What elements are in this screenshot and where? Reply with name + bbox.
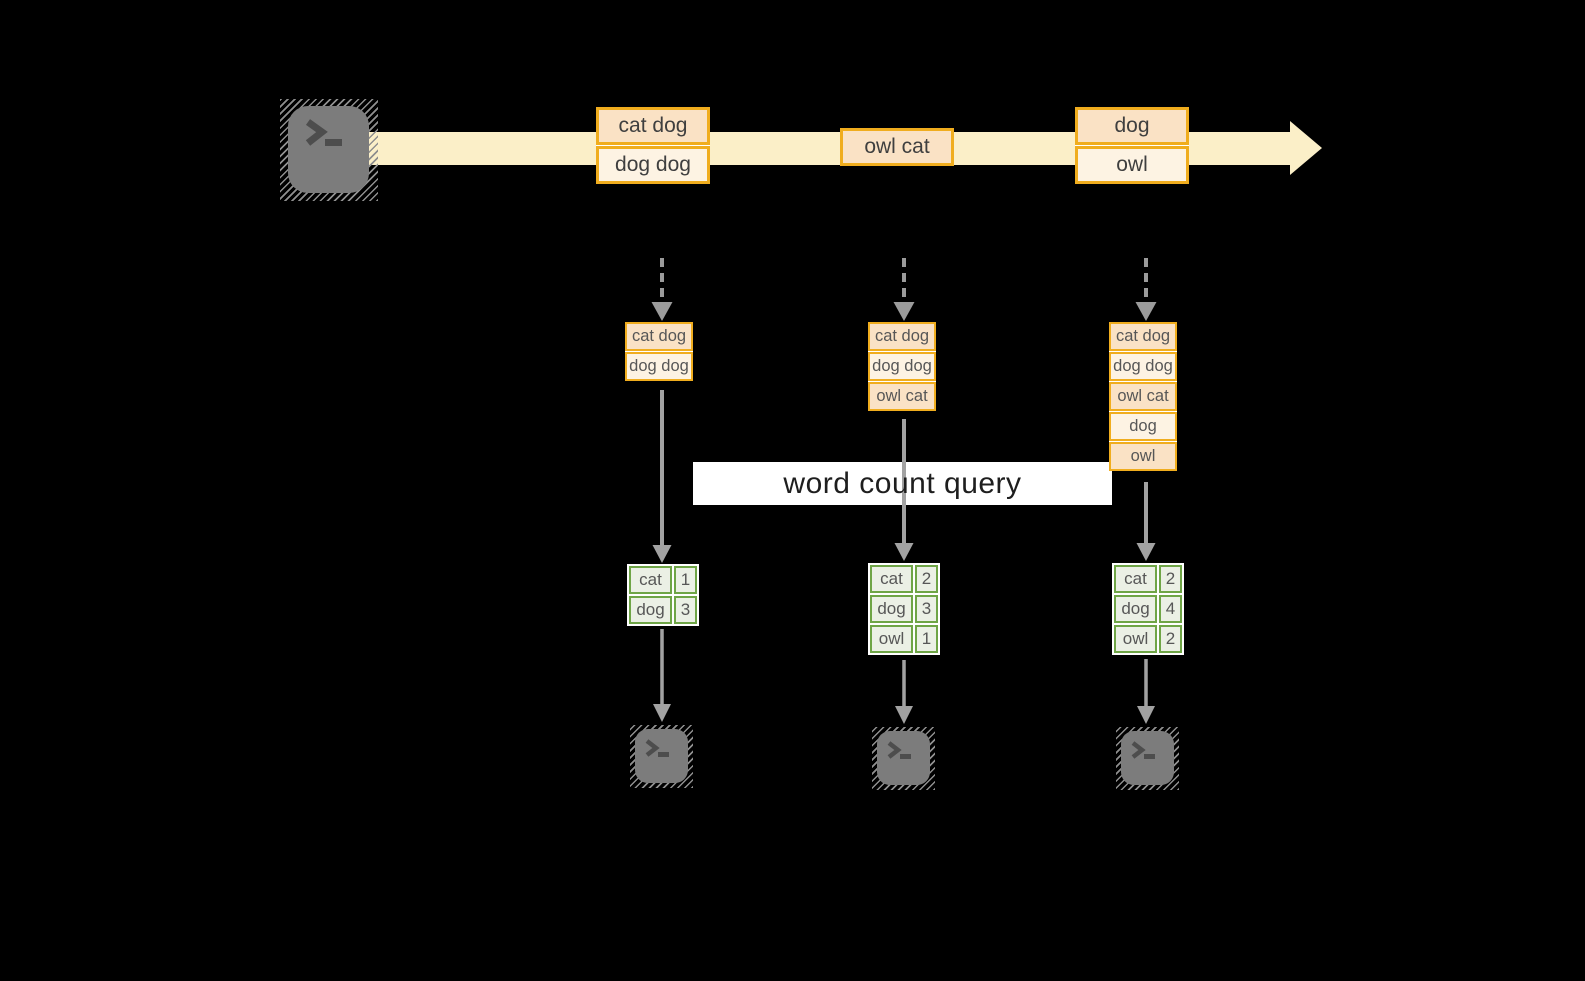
table-row: dog 3 — [629, 596, 697, 624]
word-cell: cat — [629, 566, 672, 594]
table-row: cat 2 — [870, 565, 938, 593]
count-cell: 3 — [674, 596, 697, 624]
stream-record: dog — [1075, 107, 1189, 145]
stream-event-2: owl cat — [840, 128, 954, 166]
stream-record: owl cat — [840, 128, 954, 166]
input-record: cat dog — [1109, 322, 1177, 351]
terminal-prompt-glyph — [645, 739, 669, 757]
count-cell: 1 — [674, 566, 697, 594]
sink-terminal-icon-1 — [630, 725, 693, 788]
solid-arrowhead — [895, 706, 913, 724]
solid-arrowhead — [1137, 706, 1155, 724]
input-record: dog dog — [868, 352, 936, 381]
dashed-arrowhead — [893, 302, 915, 321]
word-cell: cat — [1114, 565, 1157, 593]
input-record: cat dog — [625, 322, 693, 351]
solid-arrowhead — [652, 545, 672, 563]
input-record: dog dog — [625, 352, 693, 381]
count-cell: 3 — [915, 595, 938, 623]
word-count-table-2: cat 2 dog 3 owl 1 — [868, 563, 940, 655]
input-record: dog — [1109, 412, 1177, 441]
input-record: owl — [1109, 442, 1177, 471]
table-row: cat 2 — [1114, 565, 1182, 593]
sink-terminal-icon-3 — [1116, 727, 1179, 790]
input-record: owl cat — [1109, 382, 1177, 411]
table-row: owl 2 — [1114, 625, 1182, 653]
terminal-prompt-glyph — [1131, 741, 1155, 759]
word-cell: cat — [870, 565, 913, 593]
terminal-prompt-glyph — [305, 119, 342, 146]
solid-arrowhead — [653, 704, 671, 722]
count-cell: 2 — [915, 565, 938, 593]
word-cell: owl — [1114, 625, 1157, 653]
stream-record: dog dog — [596, 146, 710, 184]
word-cell: dog — [1114, 595, 1157, 623]
terminal-prompt-glyph — [887, 741, 911, 759]
solid-arrowhead — [1136, 543, 1156, 561]
stream-timeline-arrowhead — [1290, 121, 1322, 175]
count-cell: 2 — [1159, 625, 1182, 653]
count-cell: 2 — [1159, 565, 1182, 593]
word-count-table-1: cat 1 dog 3 — [627, 564, 699, 626]
word-cell: dog — [870, 595, 913, 623]
table-row: cat 1 — [629, 566, 697, 594]
count-cell: 1 — [915, 625, 938, 653]
count-cell: 4 — [1159, 595, 1182, 623]
table-row: dog 4 — [1114, 595, 1182, 623]
solid-arrowhead — [894, 543, 914, 561]
word-cell: dog — [629, 596, 672, 624]
stream-record: cat dog — [596, 107, 710, 145]
table-row: owl 1 — [870, 625, 938, 653]
source-terminal-icon — [280, 99, 378, 201]
table-row: dog 3 — [870, 595, 938, 623]
sink-terminal-icon-2 — [872, 727, 935, 790]
dashed-arrowhead — [651, 302, 673, 321]
word-cell: owl — [870, 625, 913, 653]
input-record: owl cat — [868, 382, 936, 411]
stream-record: owl — [1075, 146, 1189, 184]
dashed-arrowhead — [1135, 302, 1157, 321]
input-record: dog dog — [1109, 352, 1177, 381]
terminal-body — [288, 106, 369, 193]
input-record: cat dog — [868, 322, 936, 351]
query-label: word count query — [783, 466, 1022, 500]
word-count-table-3: cat 2 dog 4 owl 2 — [1112, 563, 1184, 655]
